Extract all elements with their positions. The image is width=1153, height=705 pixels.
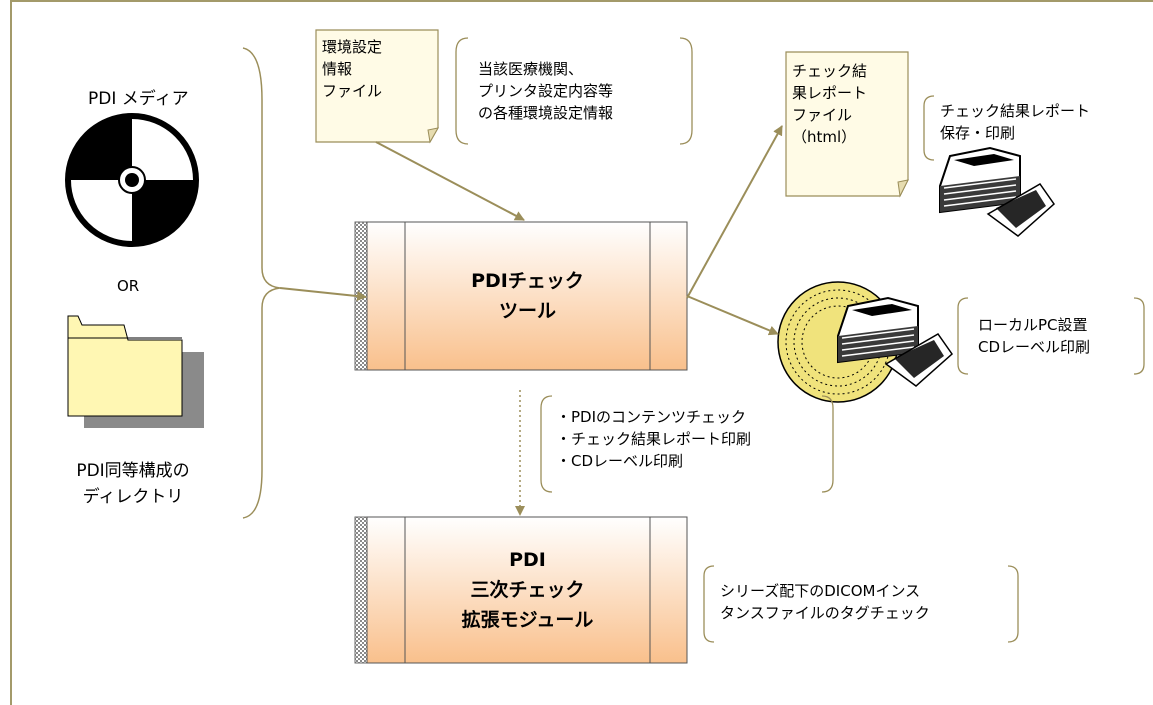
local-pc-bracket-left <box>957 297 969 375</box>
functions-bracket-right <box>821 395 834 493</box>
module-note-label: シリーズ配下のDICOMインス タンスファイルのタグチェック <box>720 580 930 624</box>
cd-printer-icon <box>837 296 953 387</box>
cd-disc-icon <box>65 113 199 247</box>
report-note-line2: 保存・印刷 <box>940 124 1016 142</box>
extension-module-box <box>354 516 688 664</box>
report-file-line3: ファイル <box>792 106 853 124</box>
folder-icon <box>67 315 204 428</box>
function-item-cd-label-print: ・CDレーベル印刷 <box>556 452 684 470</box>
report-file-line2: 果レポート <box>792 84 868 102</box>
module-note-bracket-left <box>703 565 715 643</box>
report-note-bracket-left <box>923 95 935 161</box>
local-pc-note-line2: CDレーベル印刷 <box>978 338 1091 356</box>
config-note-label: 当該医療機関、 プリンタ設定内容等 の各種環境設定情報 <box>478 58 613 124</box>
arrow-tool-to-cd-printer <box>686 295 779 336</box>
config-file-line3: ファイル <box>322 82 383 100</box>
diagram-frame <box>10 0 1153 705</box>
directory-label-line2: ディレクトリ <box>82 487 184 507</box>
report-file-line1: チェック結 <box>792 62 868 80</box>
report-file-label: チェック結 果レポート ファイル （html） <box>792 60 867 148</box>
function-item-report-print: ・チェック結果レポート印刷 <box>556 430 752 448</box>
report-file-line4: （html） <box>792 128 857 146</box>
config-note-bracket-right <box>679 37 693 145</box>
function-item-content-check: ・PDIのコンテンツチェック <box>556 408 747 426</box>
local-pc-note-line1: ローカルPC設置 <box>978 316 1088 334</box>
functions-list: ・PDIのコンテンツチェック ・チェック結果レポート印刷 ・CDレーベル印刷 <box>556 406 751 472</box>
pdi-check-tool-title: PDIチェック ツール <box>405 266 650 326</box>
pdi-check-tool-box <box>354 221 688 371</box>
config-note-line3: の各種環境設定情報 <box>478 104 614 122</box>
input-brace <box>242 47 281 519</box>
arrow-config-to-tool <box>375 141 525 221</box>
config-note-line2: プリンタ設定内容等 <box>478 82 614 100</box>
config-file-line1: 環境設定 <box>322 38 383 56</box>
config-note-bracket-left <box>455 37 469 145</box>
or-label: OR <box>117 277 140 295</box>
directory-label: PDI同等構成の ディレクトリ <box>38 458 228 510</box>
config-note-line1: 当該医療機関、 <box>478 60 584 78</box>
module-note-bracket-right <box>1007 565 1019 643</box>
functions-bracket-left <box>540 395 553 493</box>
report-note-line1: チェック結果レポート <box>940 102 1091 120</box>
config-file-label: 環境設定 情報 ファイル <box>322 36 382 102</box>
directory-label-line1: PDI同等構成の <box>76 461 190 481</box>
extension-module-title: PDI 三次チェック 拡張モジュール <box>405 545 650 635</box>
printer-icon <box>939 146 1055 237</box>
tool-title-line2: ツール <box>498 300 556 322</box>
arrow-tool-to-report <box>686 125 783 299</box>
arrow-inputs-to-tool <box>279 287 367 302</box>
tool-title-line1: PDIチェック <box>471 270 584 292</box>
module-title-line2: 三次チェック <box>470 579 585 601</box>
module-title-line3: 拡張モジュール <box>461 609 594 631</box>
module-note-line2: タンスファイルのタグチェック <box>720 604 930 622</box>
local-pc-note-label: ローカルPC設置 CDレーベル印刷 <box>978 314 1090 358</box>
module-title-line1: PDI <box>509 549 546 571</box>
pdi-media-label: PDI メディア <box>88 89 189 109</box>
module-note-line1: シリーズ配下のDICOMインス <box>720 582 921 600</box>
local-pc-bracket-right <box>1133 297 1145 375</box>
report-note-label: チェック結果レポート 保存・印刷 <box>940 100 1090 144</box>
config-file-line2: 情報 <box>322 60 353 78</box>
